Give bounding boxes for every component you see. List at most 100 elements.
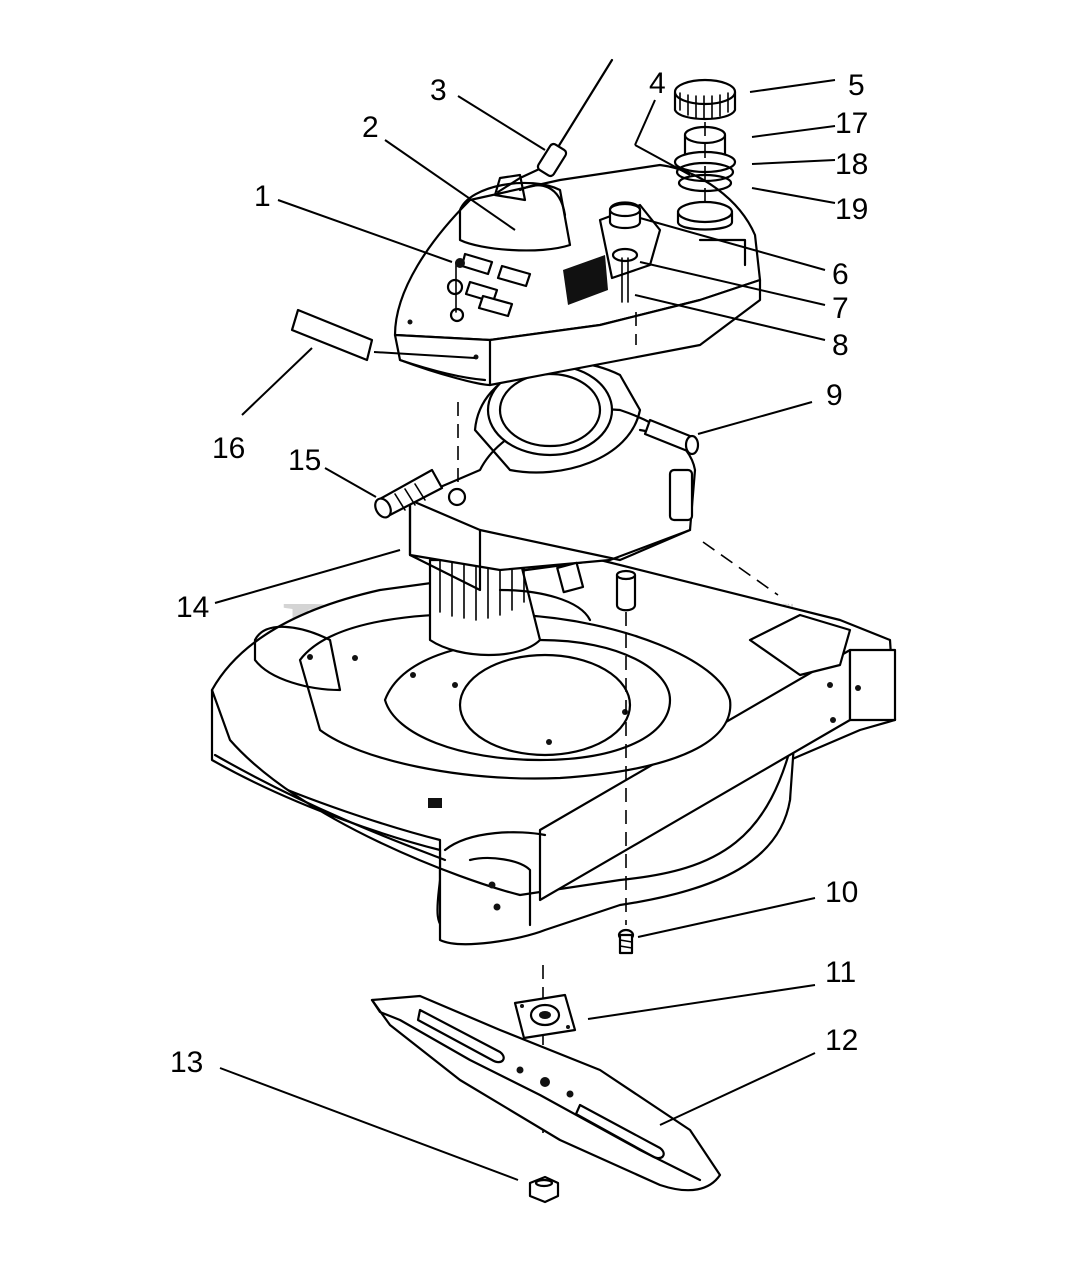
deck-skirt-edge [213, 753, 447, 862]
callout-2: 2 [362, 111, 379, 144]
motor-front-face [408, 498, 482, 592]
cord-connector [668, 468, 694, 522]
standoff-body [615, 573, 637, 612]
leader-7 [639, 261, 826, 306]
deck-bolt [307, 654, 313, 660]
hood-small-parts [608, 201, 642, 303]
leader-8 [634, 294, 826, 341]
nut-bore [534, 1178, 554, 1188]
cooling-fins [429, 559, 525, 621]
blade-bolt [617, 928, 635, 955]
leader-16b [373, 351, 476, 359]
leader-13 [219, 1067, 519, 1181]
handle-bushing-top [608, 202, 642, 218]
leader-19 [751, 187, 836, 204]
leader-4b [634, 144, 691, 176]
leader-6 [639, 217, 826, 271]
cord-wire [493, 58, 614, 202]
leader-2 [384, 139, 516, 231]
pin-end [374, 497, 392, 519]
blade-body [370, 994, 722, 1192]
leader-1 [277, 199, 453, 263]
switch-top [455, 258, 465, 268]
leader-10 [637, 897, 816, 938]
standoff [615, 569, 637, 612]
leader-5 [749, 79, 836, 93]
blade-slot-right [574, 1103, 665, 1160]
blade-hole [516, 1066, 524, 1074]
callout-17: 17 [835, 107, 868, 140]
hood-label-block [563, 255, 608, 305]
cord-clip [493, 173, 527, 202]
hood-lower-edge [398, 358, 487, 382]
deck-bolt [352, 655, 358, 661]
callout-15: 15 [288, 444, 321, 477]
deck-front-corner-2 [468, 856, 532, 927]
deck-hole [488, 881, 496, 889]
motor-screw-hole [447, 487, 467, 507]
leader-11 [587, 984, 816, 1020]
callout-12: 12 [825, 1024, 858, 1057]
blade-adapter [513, 993, 577, 1040]
rod-end [684, 434, 700, 456]
hood-panel [458, 181, 572, 252]
motor-opening [458, 653, 632, 757]
callout-3: 3 [430, 74, 447, 107]
rod [643, 418, 700, 456]
callout-16: 16 [212, 432, 245, 465]
deck-tab [428, 798, 442, 808]
callout-7: 7 [832, 292, 849, 325]
washer [611, 247, 639, 263]
callout-8: 8 [832, 329, 849, 362]
cap-stack [673, 78, 737, 231]
motor-bracket [556, 561, 585, 594]
callout-19: 19 [835, 193, 868, 226]
callout-10: 10 [825, 876, 858, 909]
hood-vents [460, 252, 532, 318]
blade-hole-center [540, 1077, 550, 1087]
deck-bolt [622, 709, 628, 715]
standoff-top [615, 569, 637, 581]
callout-6: 6 [832, 258, 849, 291]
callout-9: 9 [826, 379, 843, 412]
cap-knob-top [673, 78, 737, 106]
callout-1: 1 [254, 180, 271, 213]
blade-nut [528, 1175, 560, 1204]
leader-9 [697, 401, 813, 435]
callout-4: 4 [649, 67, 666, 100]
cap-spring-2 [675, 161, 735, 183]
callout-labels: 1 2 3 4 5 6 7 8 9 10 11 12 13 14 15 16 1… [170, 67, 868, 1079]
leader-16 [241, 347, 313, 416]
bolt-shaft [618, 933, 634, 955]
pin [374, 468, 444, 519]
bolt-thread [619, 939, 633, 949]
callout-18: 18 [835, 148, 868, 181]
deck-rear-hatch [748, 613, 852, 677]
leader-4 [634, 99, 656, 146]
leader-lines [214, 79, 836, 1181]
callout-14: 14 [176, 591, 209, 624]
adapter-hole [539, 1011, 551, 1019]
discharge-chute [253, 625, 342, 692]
deck-hole [830, 717, 836, 723]
mower-deck [210, 558, 897, 946]
callout-11: 11 [825, 956, 856, 989]
hood-screw [407, 319, 413, 325]
cap-knurl [679, 92, 729, 120]
blade-slot-left [416, 1008, 505, 1064]
cord-line [553, 58, 614, 154]
leader-14 [214, 549, 401, 604]
adapter-rivet [520, 1004, 524, 1008]
motor-top-edge [478, 528, 692, 562]
switch-knob [446, 278, 464, 296]
leader-18 [751, 159, 836, 165]
deck-rear-corner [848, 648, 897, 722]
callout-5: 5 [848, 69, 865, 102]
mower-blade [370, 994, 722, 1192]
switch-knob-2 [449, 307, 465, 323]
motor-assembly [408, 361, 697, 657]
leader-17 [751, 125, 836, 138]
cord-plug [536, 142, 568, 178]
